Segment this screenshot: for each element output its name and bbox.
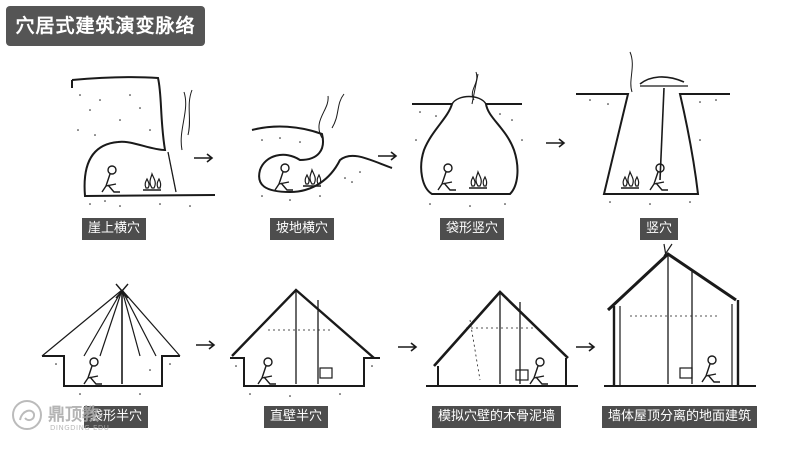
stage-6-sketch (230, 288, 417, 397)
watermark-icon (12, 400, 42, 430)
watermark-text: 鼎顶教 (48, 405, 99, 425)
stage-4-sketch (576, 51, 730, 205)
stage-label-6: 直壁半穴 (264, 406, 329, 428)
stage-5-sketch (41, 283, 215, 395)
stage-8-sketch (604, 243, 756, 387)
stage-label-4: 竖穴 (640, 218, 679, 240)
stage-2-sketch (251, 93, 397, 201)
stage-1-sketch (71, 76, 216, 207)
stage-label-3: 袋形竖穴 (440, 218, 505, 240)
stage-label-1: 崖上横穴 (82, 218, 147, 240)
stage-7-sketch (426, 290, 595, 387)
stage-label-7: 模拟穴壁的木骨泥墙 (432, 406, 562, 428)
diagram-title: 穴居式建筑演变脉络 (6, 6, 205, 46)
stage-label-8: 墙体屋顶分离的地面建筑 (602, 406, 758, 428)
stage-3-sketch (412, 71, 565, 207)
watermark-logo: 鼎顶教 DINGDING EDU (10, 398, 130, 442)
stage-label-2: 坡地横穴 (270, 218, 335, 240)
stage-label-5: 袋形半穴 (84, 406, 149, 428)
watermark-subtext: DINGDING EDU (50, 424, 110, 432)
